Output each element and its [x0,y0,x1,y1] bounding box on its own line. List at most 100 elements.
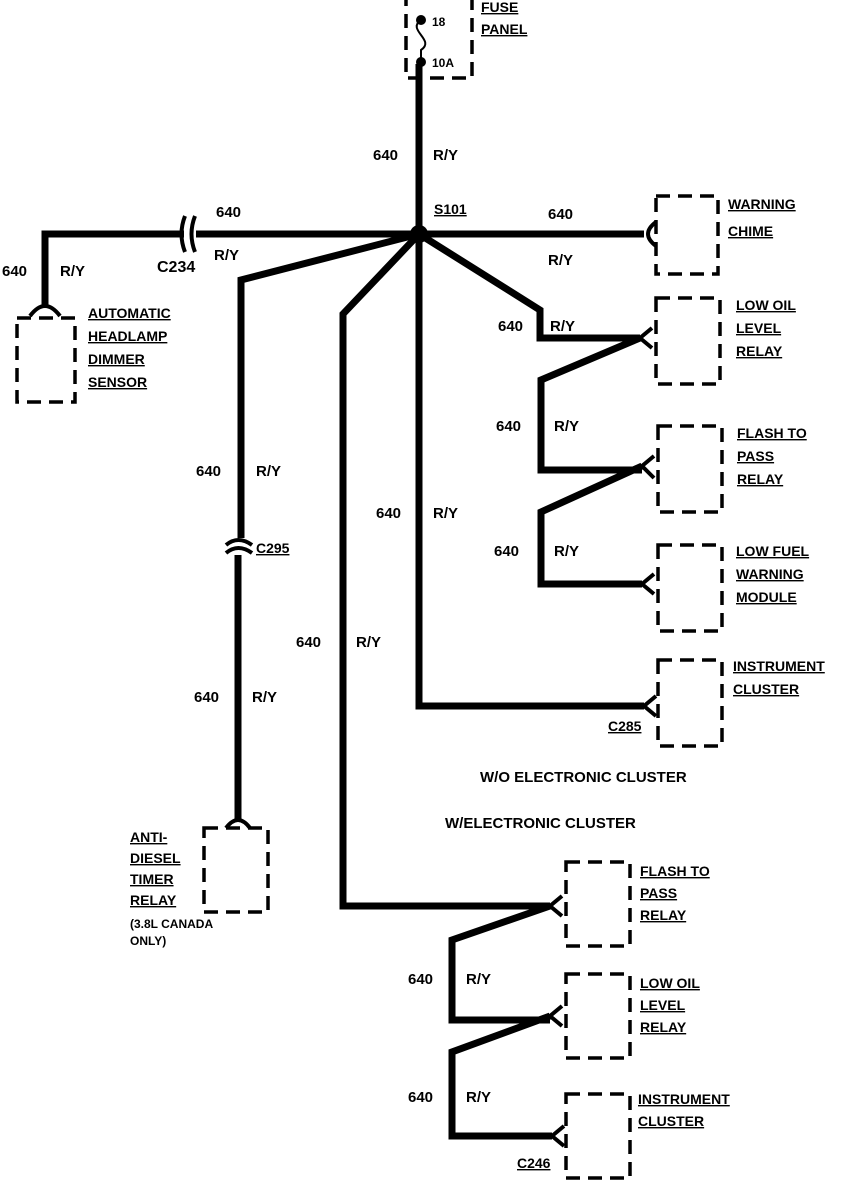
wire-circuit-label: 640 [2,263,27,280]
wire-flash-to-low-fuel [537,462,644,588]
svg-text:AUTOMATIC: AUTOMATIC [88,305,171,321]
svg-text:LEVEL: LEVEL [736,320,782,336]
c234-label: C234 [157,259,195,276]
fuse-panel-label-1: FUSE [481,0,518,15]
low-fuel-module-label: LOW FUEL WARNING MODULE [736,543,810,605]
flash-to-pass-relay-2-box [564,860,632,948]
svg-text:INSTRUMENT: INSTRUMENT [638,1091,730,1107]
splice-label: S101 [434,201,467,217]
svg-text:INSTRUMENT: INSTRUMENT [733,658,825,674]
c295-label: C295 [256,540,290,556]
instrument-cluster-label: INSTRUMENT CLUSTER [733,658,825,697]
flash-to-pass-relay-2-label: FLASH TO PASS RELAY [640,863,710,923]
wire-circuit-label: 640 [494,543,519,560]
svg-text:LEVEL: LEVEL [640,997,686,1013]
wire-splice-to-c295 [237,230,420,538]
svg-text:WARNING: WARNING [728,196,796,212]
svg-text:CLUSTER: CLUSTER [638,1113,704,1129]
fuse-number: 18 [432,15,446,29]
splice-s101 [410,225,428,243]
wire-labels: 640 R/Y 640 R/Y 640 R/Y 640 R/Y 640 R/Y … [2,147,579,1106]
wire-circuit-label: 640 [194,689,219,706]
svg-text:LOW OIL: LOW OIL [640,975,700,991]
svg-text:HEADLAMP: HEADLAMP [88,328,167,344]
wire-color-label: R/Y [554,418,579,435]
instrument-cluster-2-box [564,1092,632,1180]
low-oil-relay-2-label: LOW OIL LEVEL RELAY [640,975,700,1035]
svg-text:CHIME: CHIME [728,223,773,239]
svg-text:PASS: PASS [737,448,774,464]
wire-circuit-label: 640 [373,147,398,164]
wire-circuit-label: 640 [496,418,521,435]
wire-color-label: R/Y [60,263,85,280]
wire-color-label: R/Y [554,543,579,560]
wire-splice-to-cluster [415,234,644,710]
wire-circuit-label: 640 [408,1089,433,1106]
wire-color-label: R/Y [433,147,458,164]
low-oil-relay-2-box [564,972,632,1060]
wire-color-label: R/Y [550,318,575,335]
fuse-element [415,19,427,62]
wire-color-label: R/Y [548,252,573,269]
svg-text:LOW OIL: LOW OIL [736,297,796,313]
svg-text:WARNING: WARNING [736,566,804,582]
svg-text:TIMER: TIMER [130,871,174,887]
wire-circuit-label: 640 [296,634,321,651]
wire-color-label: R/Y [466,1089,491,1106]
wire-color-label: R/Y [433,505,458,522]
wire-color-label: R/Y [252,689,277,706]
svg-text:SENSOR: SENSOR [88,374,147,390]
section-label-wo-electronic: W/O ELECTRONIC CLUSTER [480,769,687,786]
svg-text:ANTI-: ANTI- [130,829,168,845]
wires [41,64,644,1140]
wire-flash2-to-low-oil2 [448,902,552,1024]
svg-text:CLUSTER: CLUSTER [733,681,799,697]
svg-text:FLASH TO: FLASH TO [737,425,807,441]
wire-low-oil-to-flash [537,334,642,474]
svg-text:LOW FUEL: LOW FUEL [736,543,810,559]
wire-color-label: R/Y [256,463,281,480]
wire-color-label: R/Y [214,247,239,264]
anti-diesel-relay-label: ANTI- DIESEL TIMER RELAY (3.8L CANADA ON… [130,829,213,948]
svg-text:RELAY: RELAY [130,892,177,908]
terminal-hooks [28,220,658,1148]
wire-color-label: R/Y [466,971,491,988]
fuse-panel: 18 10A FUSE PANEL [404,0,528,80]
wire-low-oil2-to-cluster2 [448,1012,552,1140]
wire-circuit-label: 640 [548,206,573,223]
wire-circuit-label: 640 [196,463,221,480]
svg-text:PASS: PASS [640,885,677,901]
fuse-panel-box [404,0,474,80]
low-oil-relay-label: LOW OIL LEVEL RELAY [736,297,796,359]
wire-circuit-label: 640 [498,318,523,335]
svg-text:FLASH TO: FLASH TO [640,863,710,879]
wire-splice-to-low-oil [417,231,640,342]
instrument-cluster-box [656,658,724,748]
svg-text:(3.8L CANADA: (3.8L CANADA [130,917,213,931]
instrument-cluster-2-label: INSTRUMENT CLUSTER [638,1091,730,1129]
connector-c234: C234 [157,215,197,276]
svg-text:DIESEL: DIESEL [130,850,181,866]
svg-text:DIMMER: DIMMER [88,351,145,367]
wire-c234-to-headlamp [41,230,184,306]
fuse-panel-label-2: PANEL [481,21,528,37]
headlamp-sensor-box [15,316,77,404]
headlamp-sensor-label: AUTOMATIC HEADLAMP DIMMER SENSOR [88,305,171,390]
low-fuel-module-box [656,543,724,633]
wire-circuit-label: 640 [376,505,401,522]
connector-c295: C295 [224,538,290,556]
flash-to-pass-relay-label: FLASH TO PASS RELAY [737,425,807,487]
wire-circuit-label: 640 [408,971,433,988]
section-label-w-electronic: W/ELECTRONIC CLUSTER [445,815,636,832]
svg-text:ONLY): ONLY) [130,934,166,948]
wire-circuit-label: 640 [216,204,241,221]
svg-text:RELAY: RELAY [640,1019,687,1035]
low-oil-relay-box [654,296,722,386]
svg-text:RELAY: RELAY [736,343,783,359]
flash-to-pass-relay-box [656,424,724,514]
c285-label: C285 [608,718,642,734]
c246-label: C246 [517,1155,551,1171]
wire-color-label: R/Y [356,634,381,651]
warning-chime-box [654,194,720,276]
